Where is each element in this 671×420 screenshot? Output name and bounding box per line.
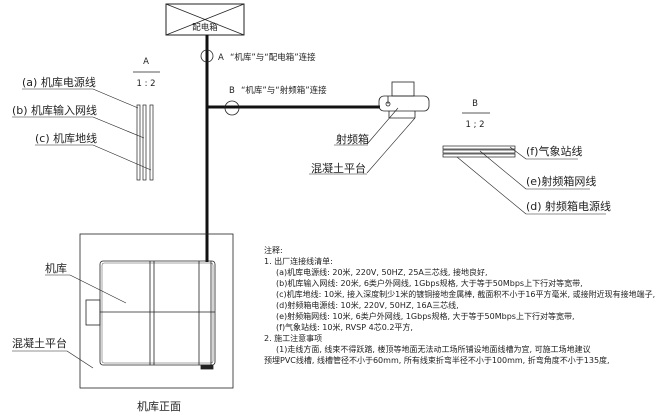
notes-line: (d)射频箱电源线: 10米, 220V, 50HZ, 16A三芯线, (276, 300, 459, 310)
connection-marker-b (224, 100, 240, 116)
rf-box (378, 81, 430, 119)
notes-line: (f)气象站线: 10米, RVSP 4芯0.2平方, (276, 322, 413, 332)
rf-box-label: 射频箱 (336, 132, 369, 146)
detail-a-title: A (143, 57, 149, 67)
connection-marker-a (200, 49, 214, 63)
rf-platform-label: 混凝土平台 (311, 161, 366, 175)
notes-heading: 注释: (264, 245, 283, 255)
hangar-caption: 机库正面 (137, 399, 181, 413)
notes: 注释: 1. 出厂连接线清单: (a)机库电源线: 20米, 220V, 50H… (264, 245, 655, 365)
notes-line: 2. 施工注意事项 (264, 333, 322, 343)
detail-b-scale: 1 ; 2 (465, 120, 484, 130)
connection-a-text: “机库”与“配电箱”连接 (230, 52, 316, 63)
hangar-body (99, 260, 216, 366)
connection-a-marker: A (218, 53, 224, 63)
hangar-label: 机库 (45, 261, 67, 275)
detail-a-label-c: (c) 机库地线 (35, 131, 97, 145)
connection-b-text: “机库”与“射频箱”连接 (241, 85, 327, 96)
detail-a-label-b: (b) 机库输入网线 (12, 103, 97, 117)
notes-line: (c)机库地线: 10米, 接入深度制少1米的镀铜接地金属棒, 截面积不小于16… (276, 289, 655, 299)
detail-b-label-e: (e)射频箱网线 (526, 174, 596, 188)
distribution-box-label: 配电箱 (192, 22, 218, 33)
detail-b: B 1 ; 2 (f)气象站线 (e)射频箱网线 (d) 射频箱电源线 (442, 99, 611, 215)
notes-line: (a)机库电源线: 20米, 220V, 50HZ, 25A三芯线, 接地良好, (276, 267, 488, 277)
connection-b-marker: B (229, 86, 235, 96)
hangar-platform-label: 混凝土平台 (12, 336, 67, 350)
detail-a: A 1 : 2 (a) 机库电源线 (b) 机库输入网线 (c) 机库地线 (12, 57, 160, 181)
notes-line: (1)走线方面, 线束不得跃踏, 楼顶等地面无法动工场所铺设地面线槽为宜, 可施… (276, 344, 591, 354)
detail-b-label-d: (d) 射频箱电源线 (526, 199, 611, 213)
detail-a-label-a: (a) 机库电源线 (22, 75, 96, 89)
notes-line: (e)射频箱网线: 10米, 6类户外网线, 1Gbps规格, 大于等于50Mb… (276, 311, 575, 321)
hangar-platform (79, 233, 234, 389)
notes-line: 预埋PVC线槽, 线槽管径不小于60mm, 所有线束折弯半径不小于100mm, … (264, 355, 610, 365)
notes-line: (b)机库输入网线: 20米, 6类户外网线, 1Gbps规格, 大于等于50M… (276, 278, 583, 288)
detail-b-label-f: (f)气象站线 (526, 144, 582, 158)
detail-b-title: B (472, 99, 478, 109)
distribution-box: 配电箱 (165, 3, 245, 36)
hangar-front-view (79, 233, 234, 389)
detail-a-scale: 1 : 2 (136, 79, 155, 89)
notes-line: 1. 出厂连接线清单: (264, 256, 333, 266)
cable-route (205, 35, 380, 262)
